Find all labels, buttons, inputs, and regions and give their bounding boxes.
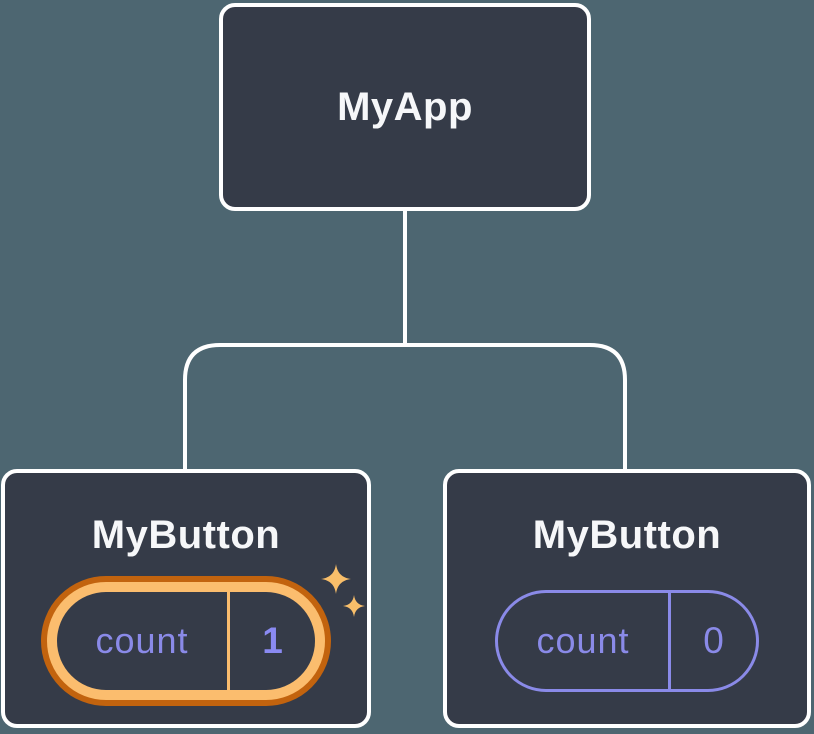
sparkle-icon [321,564,365,617]
state-pill-highlighted: count 1 [41,576,331,706]
node-title-myapp: MyApp [337,84,473,129]
pill-divider [227,592,230,690]
state-value-segment: 0 [671,593,756,689]
state-pill-zone: count 0 [447,558,807,724]
tree-node-mybutton-active: MyButton count 1 [1,469,371,728]
state-label-segment: count [498,593,668,689]
tree-node-myapp: MyApp [219,3,591,211]
state-label: count [536,620,630,661]
tree-node-mybutton-idle: MyButton count 0 [443,469,811,728]
state-label: count [95,620,189,661]
connector-branch-bracket [183,343,627,471]
state-value: 0 [703,620,724,661]
state-pill-zone: count 1 [5,558,367,724]
state-pill: count 0 [495,590,759,692]
state-value: 1 [262,620,283,661]
state-value-segment: 1 [230,592,315,690]
node-title-mybutton-active: MyButton [91,513,281,557]
pill-divider [668,593,671,689]
state-label-segment: count [57,592,227,690]
state-pill-body: count 1 [57,592,315,690]
node-title-mybutton-idle: MyButton [532,513,722,557]
